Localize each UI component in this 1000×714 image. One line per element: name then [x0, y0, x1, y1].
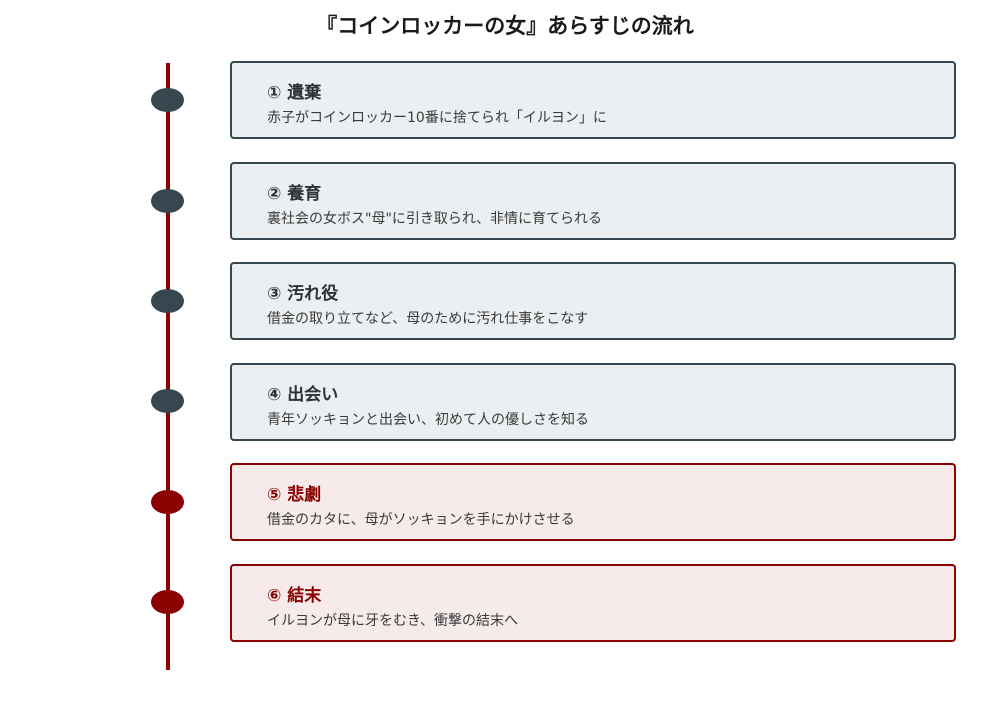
step-description: 青年ソッキョンと出会い、初めて人の優しさを知る: [267, 412, 589, 428]
timeline-dot: [151, 490, 184, 514]
step-card-highlighted: ⑥ 結末 イルヨンが母に牙をむき、衝撃の結末へ: [230, 564, 956, 642]
step-card: ② 養育 裏社会の女ボス"母"に引き取られ、非情に育てられる: [230, 162, 956, 240]
timeline-dot: [151, 389, 184, 413]
step-title: ② 養育: [267, 184, 322, 204]
step-title: ③ 汚れ役: [267, 284, 339, 304]
step-title: ⑤ 悲劇: [267, 485, 322, 505]
step-title: ④ 出会い: [267, 385, 339, 405]
step-description: イルヨンが母に牙をむき、衝撃の結末へ: [267, 613, 519, 629]
step-description: 借金のカタに、母がソッキョンを手にかけさせる: [267, 512, 575, 528]
step-description: 赤子がコインロッカー10番に捨てられ「イルヨン」に: [267, 110, 607, 126]
timeline-dot: [151, 289, 184, 313]
step-description: 裏社会の女ボス"母"に引き取られ、非情に育てられる: [267, 211, 603, 227]
step-title: ⑥ 結末: [267, 586, 322, 606]
timeline-line: [166, 63, 170, 670]
step-card-highlighted: ⑤ 悲劇 借金のカタに、母がソッキョンを手にかけさせる: [230, 463, 956, 541]
timeline-dot: [151, 88, 184, 112]
timeline-dot: [151, 590, 184, 614]
step-description: 借金の取り立てなど、母のために汚れ仕事をこなす: [267, 311, 589, 327]
page-title: 『コインロッカーの女』あらすじの流れ: [316, 14, 694, 38]
timeline-dot: [151, 189, 184, 213]
step-card: ① 遺棄 赤子がコインロッカー10番に捨てられ「イルヨン」に: [230, 61, 956, 139]
step-card: ③ 汚れ役 借金の取り立てなど、母のために汚れ仕事をこなす: [230, 262, 956, 340]
step-card: ④ 出会い 青年ソッキョンと出会い、初めて人の優しさを知る: [230, 363, 956, 441]
step-title: ① 遺棄: [267, 83, 322, 103]
